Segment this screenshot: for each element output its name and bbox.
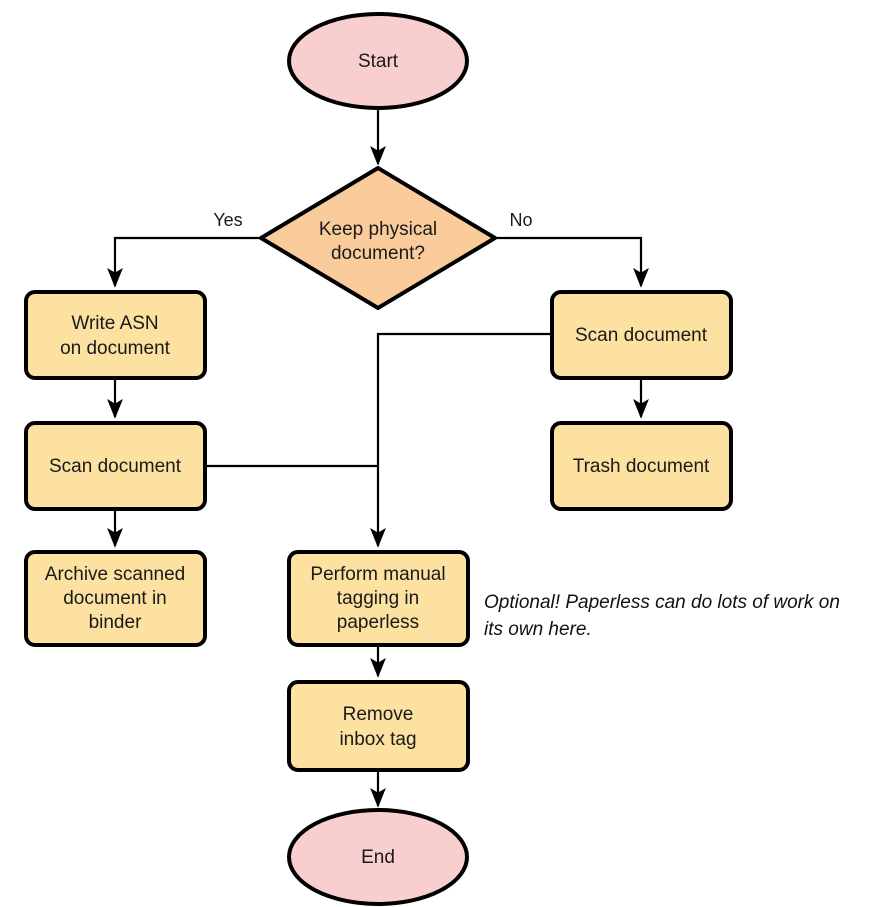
decision-diamond-shape bbox=[259, 166, 497, 310]
edge-label-no: No bbox=[509, 210, 532, 230]
trash-document-box-shape bbox=[550, 421, 733, 511]
node-end[interactable]: End bbox=[287, 808, 469, 906]
start-ellipse-shape bbox=[287, 12, 469, 110]
node-perform-manual-tagging[interactable]: Perform manual tagging in paperless bbox=[287, 550, 470, 647]
edges-layer bbox=[107, 108, 649, 808]
annotation-optional-note: Optional! Paperless can do lots of work … bbox=[484, 592, 840, 640]
archive-box-shape bbox=[24, 550, 207, 647]
node-start[interactable]: Start bbox=[287, 12, 469, 110]
edge-labels-layer: Yes No bbox=[213, 210, 532, 230]
optional-note-line1: Optional! Paperless can do lots of work … bbox=[484, 592, 840, 613]
end-ellipse-shape bbox=[287, 808, 469, 906]
node-trash-document[interactable]: Trash document bbox=[550, 421, 733, 511]
remove-inbox-box-shape bbox=[287, 680, 470, 772]
node-write-asn-on-document[interactable]: Write ASN on document bbox=[24, 290, 207, 380]
node-decision-keep-physical-document[interactable]: Keep physical document? bbox=[259, 166, 497, 310]
optional-note-line2: its own here. bbox=[484, 619, 592, 640]
tagging-box-shape bbox=[287, 550, 470, 647]
node-scan-document-left[interactable]: Scan document bbox=[24, 421, 207, 511]
write-asn-box-shape bbox=[24, 290, 207, 380]
node-remove-inbox-tag[interactable]: Remove inbox tag bbox=[287, 680, 470, 772]
scan-document-right-box-shape bbox=[550, 290, 733, 380]
node-archive-scanned-document-in-binder[interactable]: Archive scanned document in binder bbox=[24, 550, 207, 647]
scan-document-left-box-shape bbox=[24, 421, 207, 511]
node-scan-document-right[interactable]: Scan document bbox=[550, 290, 733, 380]
edge-label-yes: Yes bbox=[213, 210, 242, 230]
edge-scan-right-to-tagging bbox=[370, 332, 552, 548]
edge-decision-yes-to-write-asn bbox=[107, 236, 261, 288]
edge-decision-no-to-scan-right bbox=[495, 236, 649, 288]
